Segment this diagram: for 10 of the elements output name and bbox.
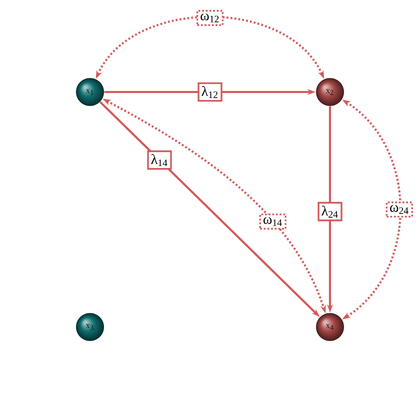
sphere-node: x$_{3}$ [76,313,104,341]
edge-label: ω$_{12}$ [196,10,224,26]
edge-label: ω$_{24}$ [386,202,413,218]
sphere-node: x$_{1}$ [76,78,104,106]
edge-label: λ$_{14}$ [147,150,172,170]
sphere-node: x$_{4}$ [316,313,344,341]
edge-label: ω$_{14}$ [259,214,286,230]
edge-label: λ$_{12}$ [198,82,222,102]
edge-label: λ$_{24}$ [318,202,342,222]
sphere-node: x$_{2}$ [316,78,344,106]
